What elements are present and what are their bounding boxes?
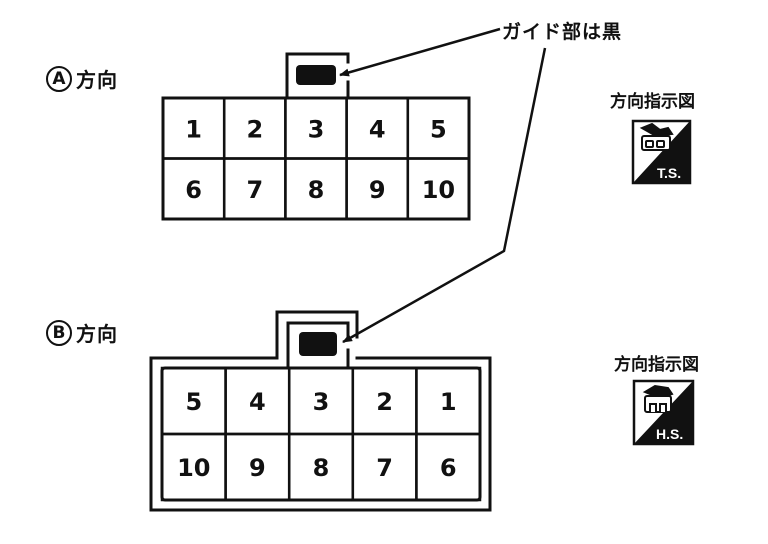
pin-cell: 4 xyxy=(224,366,291,436)
pin-cell: 3 xyxy=(287,366,355,436)
guide-note: ガイド部は黒 xyxy=(502,21,623,43)
pin-number: 9 xyxy=(369,176,386,204)
pin-number: 3 xyxy=(313,388,330,416)
pin-number: 9 xyxy=(249,454,266,482)
pin-number: 6 xyxy=(185,176,202,204)
view-a-direction-text: 方向 xyxy=(76,68,118,92)
pin-cell: 4 xyxy=(345,96,410,160)
view-a-guide-key xyxy=(296,65,336,85)
connector-bottom-icon xyxy=(642,384,674,413)
pin-cell: 8 xyxy=(287,432,355,502)
pin-number: 7 xyxy=(376,454,393,482)
view-b-indicator-title: 方向指示図 xyxy=(614,355,699,375)
view-b-marker: B xyxy=(46,319,72,346)
pin-cell: 9 xyxy=(345,157,410,221)
pin-number: 7 xyxy=(246,176,263,204)
view-b-pin-grid: 5 4 3 2 1 10 9 8 7 6 xyxy=(160,366,482,502)
pin-number: 2 xyxy=(376,388,393,416)
view-b-indicator-code: H.S. xyxy=(656,426,683,442)
pin-cell-border xyxy=(415,432,482,502)
view-b-guide-key xyxy=(299,332,337,356)
pin-cell: 9 xyxy=(224,432,291,502)
pin-cell: 5 xyxy=(160,366,227,436)
pin-cell: 6 xyxy=(161,157,226,221)
leader-line-view-b xyxy=(342,47,547,344)
pin-number: 4 xyxy=(369,115,386,143)
leader-lines xyxy=(339,27,547,344)
view-a-marker: A xyxy=(46,65,72,92)
pin-number: 10 xyxy=(177,454,210,482)
view-b-direction-text: 方向 xyxy=(76,322,118,346)
pin-number: 6 xyxy=(440,454,457,482)
pin-cell: 10 xyxy=(160,432,227,502)
pin-cell: 8 xyxy=(284,157,348,221)
pin-cell: 7 xyxy=(222,157,287,221)
pin-cell: 3 xyxy=(284,96,348,160)
pin-number: 10 xyxy=(422,176,455,204)
view-a-guide-housing xyxy=(285,52,350,99)
pin-cell: 2 xyxy=(222,96,287,160)
pin-cell-border xyxy=(406,157,471,221)
connector-top-icon xyxy=(639,122,674,151)
view-b-indicator-badge: H.S. xyxy=(632,379,695,446)
pin-number: 5 xyxy=(430,115,447,143)
view-a-indicator-badge: T.S. xyxy=(631,119,692,185)
pin-number: 2 xyxy=(246,115,263,143)
pin-number: 1 xyxy=(440,388,457,416)
pin-number: 8 xyxy=(313,454,330,482)
view-a-indicator-code: T.S. xyxy=(657,165,681,181)
pin-cell: 1 xyxy=(415,366,482,436)
pin-number: 8 xyxy=(308,176,325,204)
view-b-outer-shell xyxy=(149,310,359,512)
pin-cell: 2 xyxy=(351,366,418,436)
pin-number: 3 xyxy=(308,115,325,143)
pin-number: 1 xyxy=(185,115,202,143)
pin-number: 5 xyxy=(185,388,202,416)
pin-cell: 7 xyxy=(351,432,418,502)
view-b-guide-housing xyxy=(286,321,350,369)
pin-cell: 1 xyxy=(161,96,226,160)
view-a-indicator-title: 方向指示図 xyxy=(610,92,695,112)
pin-cell: 5 xyxy=(406,96,471,160)
pin-cell: 10 xyxy=(406,157,471,221)
leader-line-view-a xyxy=(339,27,501,77)
pin-cell: 6 xyxy=(415,432,482,502)
view-a-pin-grid: 1 2 3 4 5 6 7 8 9 10 xyxy=(161,96,471,221)
pin-number: 4 xyxy=(249,388,266,416)
